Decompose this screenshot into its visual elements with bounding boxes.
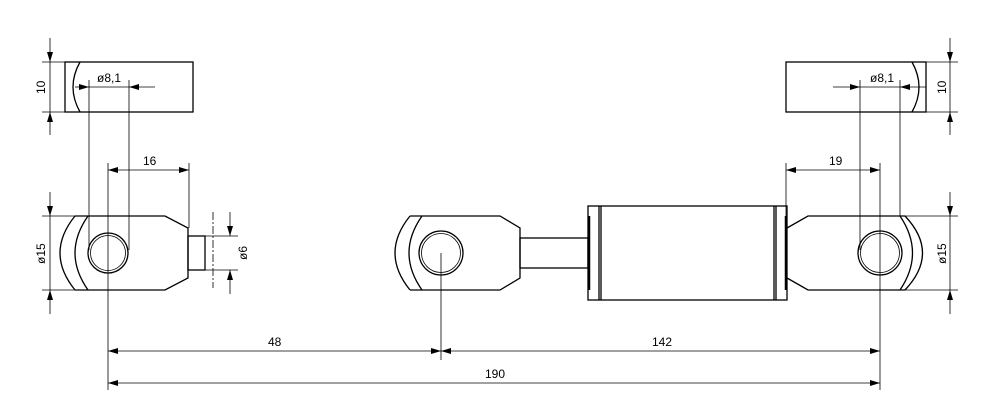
right-eye: 19 ø15 [785, 80, 958, 390]
left-bore-label: ø8,1 [97, 71, 121, 85]
right-eye-diameter-label: ø15 [935, 243, 949, 264]
right-eye-top-view: ø8,1 10 [785, 38, 958, 135]
right-bore-label: ø8,1 [870, 71, 894, 85]
right-offset-label: 19 [829, 154, 843, 168]
left-eye: ø6 ø15 16 [34, 154, 250, 390]
right-block-height-label: 10 [935, 80, 949, 94]
left-block-height-label: 10 [34, 80, 48, 94]
gas-spring-body [394, 205, 788, 360]
rod-diameter-label: ø6 [236, 246, 250, 260]
span-total-label: 190 [485, 367, 505, 381]
span-left-label: 48 [268, 335, 282, 349]
length-dimensions: 48 142 190 [108, 335, 880, 386]
left-offset-label: 16 [143, 154, 157, 168]
span-right-label: 142 [652, 335, 672, 349]
left-eye-diameter-label: ø15 [34, 243, 48, 264]
left-eye-top-view: ø8,1 10 [34, 38, 194, 250]
